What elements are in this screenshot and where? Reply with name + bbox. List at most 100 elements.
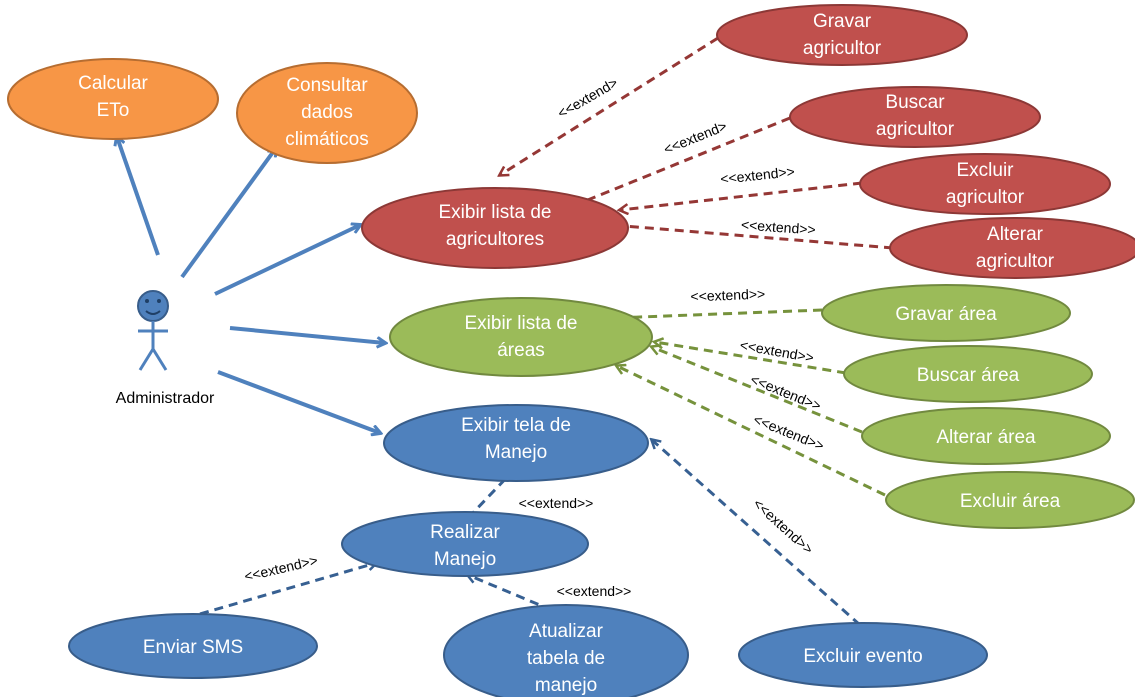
use-case-label: dados [301,102,353,123]
use-case-label: Excluir evento [803,646,922,667]
extend-enviar-sms [199,563,376,616]
assoc-consultar-dados [180,148,276,279]
use-case-label: Calcular [78,73,148,94]
use-case-excluir-evento: Excluir evento [738,622,988,688]
use-case-label: Atualizar [529,621,604,642]
use-case-label: agricultores [446,229,544,250]
use-case-buscar-agricultor: Buscar agricultor [789,86,1041,148]
use-case-excluir-area: Excluir área [885,471,1135,529]
extend-label-atualizar-tabela: <<extend>> [557,583,632,599]
actor-eye-left [145,299,149,303]
actor-eye-right [157,299,161,303]
use-case-label: Exibir lista de [465,313,578,334]
use-case-label: agricultor [946,187,1025,208]
associations [117,137,385,433]
extend-alterar-area [652,347,863,434]
use-case-consultar-dados: Consultar dados climáticos [236,62,418,164]
extend-gravar-area [614,308,823,318]
extend-label-gravar-agricultor: <<extend> [555,74,621,121]
extend-label-gravar-area: <<extend>> [690,286,765,305]
use-case-shape [859,153,1111,215]
use-case-shape [889,217,1135,279]
extend-label-excluir-evento: <<extend>> [750,495,816,557]
use-case-buscar-area: Buscar área [843,345,1093,403]
actor-head [137,290,169,322]
use-case-shape [885,471,1135,529]
extend-label-enviar-sms: <<extend>> [243,552,319,584]
assoc-exibir-manejo [217,370,380,433]
use-case-shape [341,511,589,577]
use-case-enviar-sms: Enviar SMS [68,613,318,679]
extend-excluir-agricultor [620,181,863,210]
use-case-shape [383,404,649,482]
actor-administrador: Administrador [116,290,215,407]
use-case-alterar-area: Alterar área [861,407,1111,465]
extend-lines-agricultores [500,36,894,250]
use-case-exibir-agricultores: Exibir lista de agricultores [361,187,629,269]
extend-gravar-agricultor [500,36,719,175]
use-case-label: Exibir lista de [439,202,552,223]
use-case-label: Buscar área [917,365,1020,386]
use-case-shape [738,622,988,688]
extend-lines-areas [614,308,886,497]
use-case-excluir-agricultor: Excluir agricultor [859,153,1111,215]
extend-buscar-agricultor [563,116,791,210]
use-case-label: Manejo [434,549,496,570]
use-case-label: agricultor [976,251,1055,272]
actor-leg-left [138,348,155,371]
use-case-alterar-agricultor: Alterar agricultor [889,217,1135,279]
use-case-label: agricultor [876,119,955,140]
assoc-calcular-eto [117,137,160,256]
use-case-exibir-areas: Exibir lista de áreas [389,297,653,377]
use-case-shape [389,297,653,377]
use-case-shape [443,604,689,697]
use-case-gravar-area: Gravar área [821,284,1071,342]
use-case-exibir-manejo: Exibir tela de Manejo [383,404,649,482]
use-case-label: áreas [497,340,545,361]
use-case-shape [861,407,1111,465]
use-case-label: tabela de [527,648,605,669]
extend-excluir-evento [652,440,861,627]
extend-label-realizar-manejo: <<extend>> [519,495,594,511]
use-case-atualizar-tabela: Atualizar tabela de manejo [443,604,689,697]
actor-smile [145,310,161,315]
use-case-shape [7,58,219,140]
use-case-gravar-agricultor: Gravar agricultor [716,4,968,66]
use-case-label: agricultor [803,38,882,59]
use-case-label: Alterar [987,224,1044,245]
extend-label-buscar-area: <<extend>> [739,337,815,366]
use-case-shape [236,62,418,164]
assoc-exibir-areas [229,326,385,343]
extend-label-buscar-agricultor: <<extend> [661,117,729,157]
use-case-label: Consultar [286,75,368,96]
extend-label-excluir-agricultor: <<extend>> [719,163,795,187]
use-case-label: Realizar [430,522,500,543]
use-case-label: Gravar área [895,304,997,325]
use-case-label: Excluir [956,160,1014,181]
extend-label-alterar-agricultor: <<extend>> [741,216,817,237]
use-case-label: Buscar [885,92,945,113]
use-case-label: Manejo [485,442,547,463]
use-case-label: Alterar área [936,427,1036,448]
extend-label-alterar-area: <<extend>> [748,371,823,414]
use-case-label: manejo [535,675,597,696]
use-case-label: ETo [97,100,130,121]
use-case-shape [361,187,629,269]
use-case-label: Gravar [813,11,872,32]
use-case-label: Enviar SMS [143,637,243,658]
use-case-shape [821,284,1071,342]
use-case-label: Exibir tela de [461,415,571,436]
use-case-shape [716,4,968,66]
use-case-label: climáticos [285,129,368,150]
actor-label: Administrador [116,390,215,407]
extend-alterar-agricultor [612,225,894,250]
use-case-shape [789,86,1041,148]
assoc-exibir-agricultores [214,225,360,296]
use-case-label: Excluir área [960,491,1061,512]
extend-excluir-area [617,366,886,497]
extend-buscar-area [655,342,847,375]
